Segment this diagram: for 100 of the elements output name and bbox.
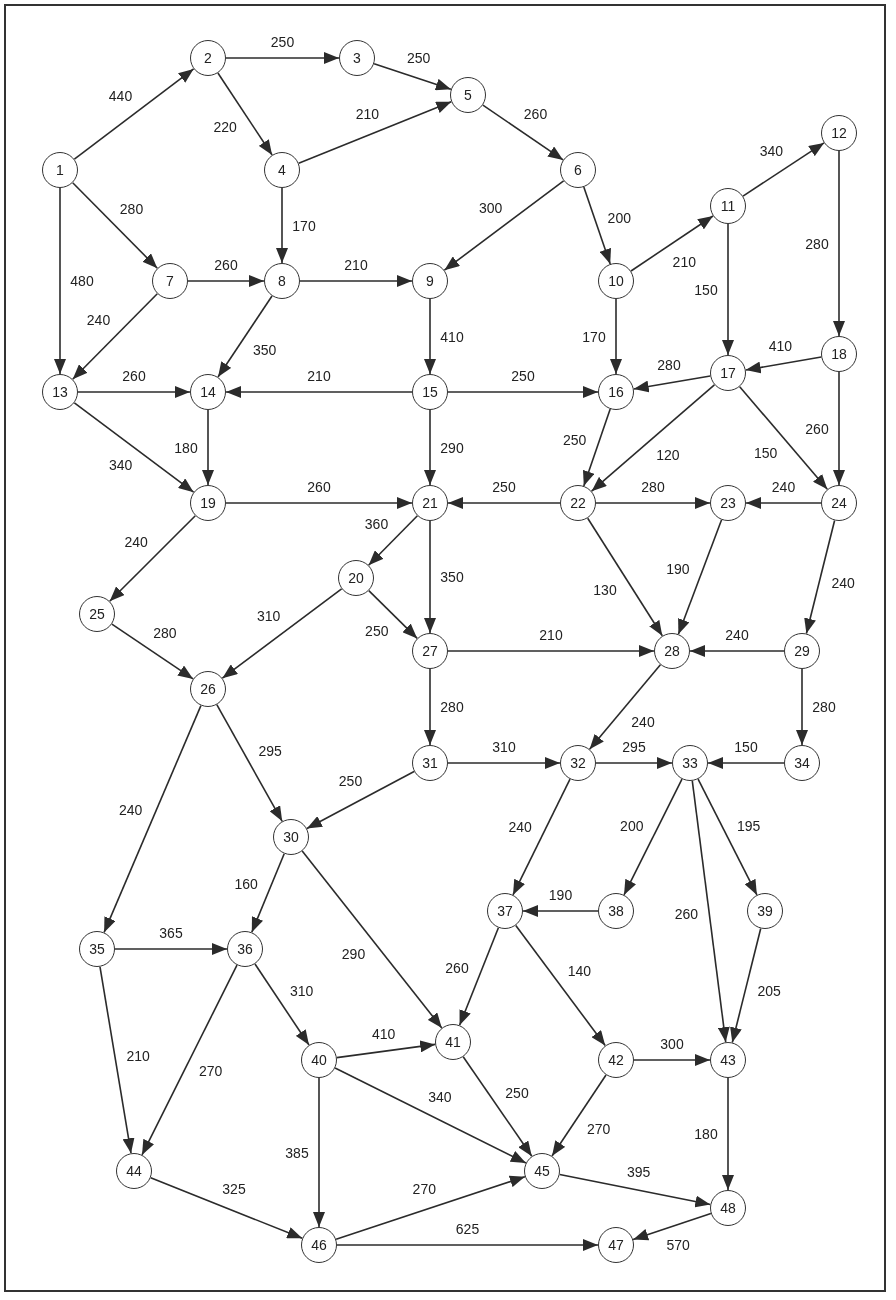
node-number: 30	[283, 830, 299, 844]
arrow	[111, 623, 194, 680]
node-number: 14	[200, 385, 216, 399]
arrow	[689, 645, 785, 657]
edge-label: 360	[363, 517, 390, 532]
edge-label: 210	[538, 628, 564, 642]
edge-label: 410	[767, 338, 794, 353]
arrow	[217, 295, 273, 378]
edge-label: 250	[491, 480, 517, 494]
arrow	[225, 52, 340, 64]
arrow	[512, 778, 571, 896]
arrow	[744, 356, 823, 374]
graph-node	[672, 745, 708, 781]
arrow	[306, 770, 415, 830]
arrow	[833, 371, 845, 486]
graph-node	[227, 931, 263, 967]
arrow	[54, 187, 66, 375]
arrow	[202, 409, 214, 486]
arrow	[368, 589, 418, 640]
node-number: 46	[311, 1238, 327, 1252]
edge-label: 625	[454, 1222, 481, 1236]
graph-node	[301, 1042, 337, 1078]
edge-label: 240	[507, 819, 533, 834]
edge-label: 140	[566, 964, 593, 979]
graph-node	[42, 374, 78, 410]
graph-node	[821, 115, 857, 151]
arrow	[301, 850, 443, 1029]
edge-label: 300	[477, 200, 504, 215]
edge-label: 295	[621, 740, 647, 754]
edge-label: 410	[439, 329, 465, 344]
graph-node	[116, 1153, 152, 1189]
node-number: 39	[757, 904, 773, 918]
graph-node	[487, 893, 523, 929]
node-number: 3	[353, 51, 361, 65]
arrow	[336, 1239, 599, 1251]
graph-node	[264, 263, 300, 299]
arrow	[447, 645, 655, 657]
edge-label: 440	[107, 89, 134, 104]
node-number: 13	[52, 385, 68, 399]
edge-label: 120	[655, 448, 681, 463]
node-number: 31	[422, 756, 438, 770]
arrow	[367, 515, 419, 566]
node-number: 36	[237, 942, 253, 956]
node-number: 6	[574, 163, 582, 177]
graph-node	[598, 263, 634, 299]
arrow	[462, 1056, 533, 1157]
edge-label: 340	[107, 458, 134, 473]
arrow	[424, 409, 436, 486]
arrow	[114, 943, 228, 955]
edge-label: 570	[665, 1238, 691, 1253]
edge-label: 310	[255, 608, 282, 623]
graph-node	[710, 355, 746, 391]
node-number: 8	[278, 274, 286, 288]
edge-label: 250	[406, 50, 432, 65]
edge-label: 280	[640, 480, 666, 494]
arrow	[522, 905, 599, 917]
edge-label: 200	[619, 819, 645, 834]
arrow	[630, 215, 714, 272]
node-number: 20	[348, 571, 364, 585]
arrow	[335, 1175, 526, 1241]
edge-label: 310	[491, 740, 517, 754]
arrow	[334, 1067, 527, 1164]
node-number: 7	[166, 274, 174, 288]
edge-label: 150	[693, 282, 719, 297]
graph-node	[190, 374, 226, 410]
graph-node	[710, 188, 746, 224]
arrow	[141, 964, 238, 1156]
edge-label: 210	[125, 1049, 151, 1064]
edge-label: 250	[510, 369, 536, 383]
node-number: 4	[278, 163, 286, 177]
edge-label: 340	[427, 1089, 453, 1104]
edge-label: 280	[804, 236, 830, 251]
node-number: 12	[831, 126, 847, 140]
graph-node	[784, 745, 820, 781]
arrow	[583, 408, 611, 487]
edge-label: 190	[547, 888, 574, 902]
arrow	[77, 386, 191, 398]
node-number: 23	[720, 496, 736, 510]
arrow	[722, 1077, 734, 1191]
graph-node	[560, 152, 596, 188]
edge-label: 270	[586, 1121, 612, 1136]
graph-node	[598, 374, 634, 410]
graph-node	[412, 263, 448, 299]
arrow	[225, 497, 413, 509]
arrow	[373, 62, 452, 91]
arrow	[447, 497, 561, 509]
graph-node	[784, 633, 820, 669]
node-number: 10	[608, 274, 624, 288]
arrow	[515, 924, 606, 1047]
node-number: 47	[608, 1238, 624, 1252]
arrow	[730, 927, 762, 1044]
arrow	[424, 668, 436, 746]
edge-label: 190	[665, 561, 691, 576]
edge-label: 350	[252, 342, 278, 357]
edge-label: 270	[198, 1063, 224, 1078]
arrow	[796, 668, 808, 746]
arrow	[71, 293, 159, 380]
arrow	[299, 275, 413, 287]
edge-label: 280	[152, 626, 178, 641]
arrow	[745, 497, 822, 509]
